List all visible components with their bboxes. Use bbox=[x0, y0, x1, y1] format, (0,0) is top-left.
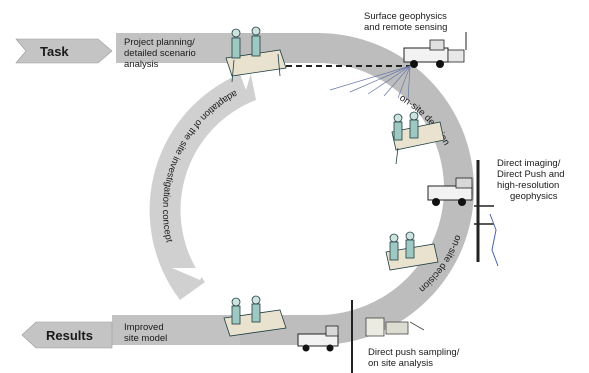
results-team-icon bbox=[223, 295, 287, 337]
lab-equipment-icon bbox=[365, 317, 425, 337]
surface-geophysics-label: Surface geophysics and remote sensing bbox=[364, 11, 450, 33]
decision-team-icon-2 bbox=[385, 231, 439, 271]
survey-fan bbox=[329, 65, 411, 101]
survey-vehicle-icon bbox=[403, 32, 467, 68]
planning-team-icon bbox=[225, 26, 287, 83]
results-label: Results bbox=[46, 328, 93, 343]
improved-model-label: Improved site model bbox=[124, 322, 167, 344]
adaptation-arc bbox=[149, 70, 256, 300]
results-arrow bbox=[21, 321, 113, 349]
task-label: Task bbox=[40, 44, 69, 59]
task-arrow bbox=[15, 38, 113, 64]
planning-label: Project planning/ detailed scenario anal… bbox=[124, 37, 198, 70]
top-band bbox=[116, 33, 240, 63]
ring-gap bbox=[172, 268, 206, 280]
direct-push-sampling-label: Direct push sampling/ on site analysis bbox=[368, 347, 462, 369]
sampling-truck-icon bbox=[297, 300, 353, 373]
direct-imaging-label: Direct imaging/ Direct Push and high-res… bbox=[497, 158, 567, 202]
decision-team-icon-1 bbox=[391, 111, 445, 165]
bottom-band bbox=[112, 315, 240, 345]
direct-push-truck-icon bbox=[427, 160, 499, 267]
